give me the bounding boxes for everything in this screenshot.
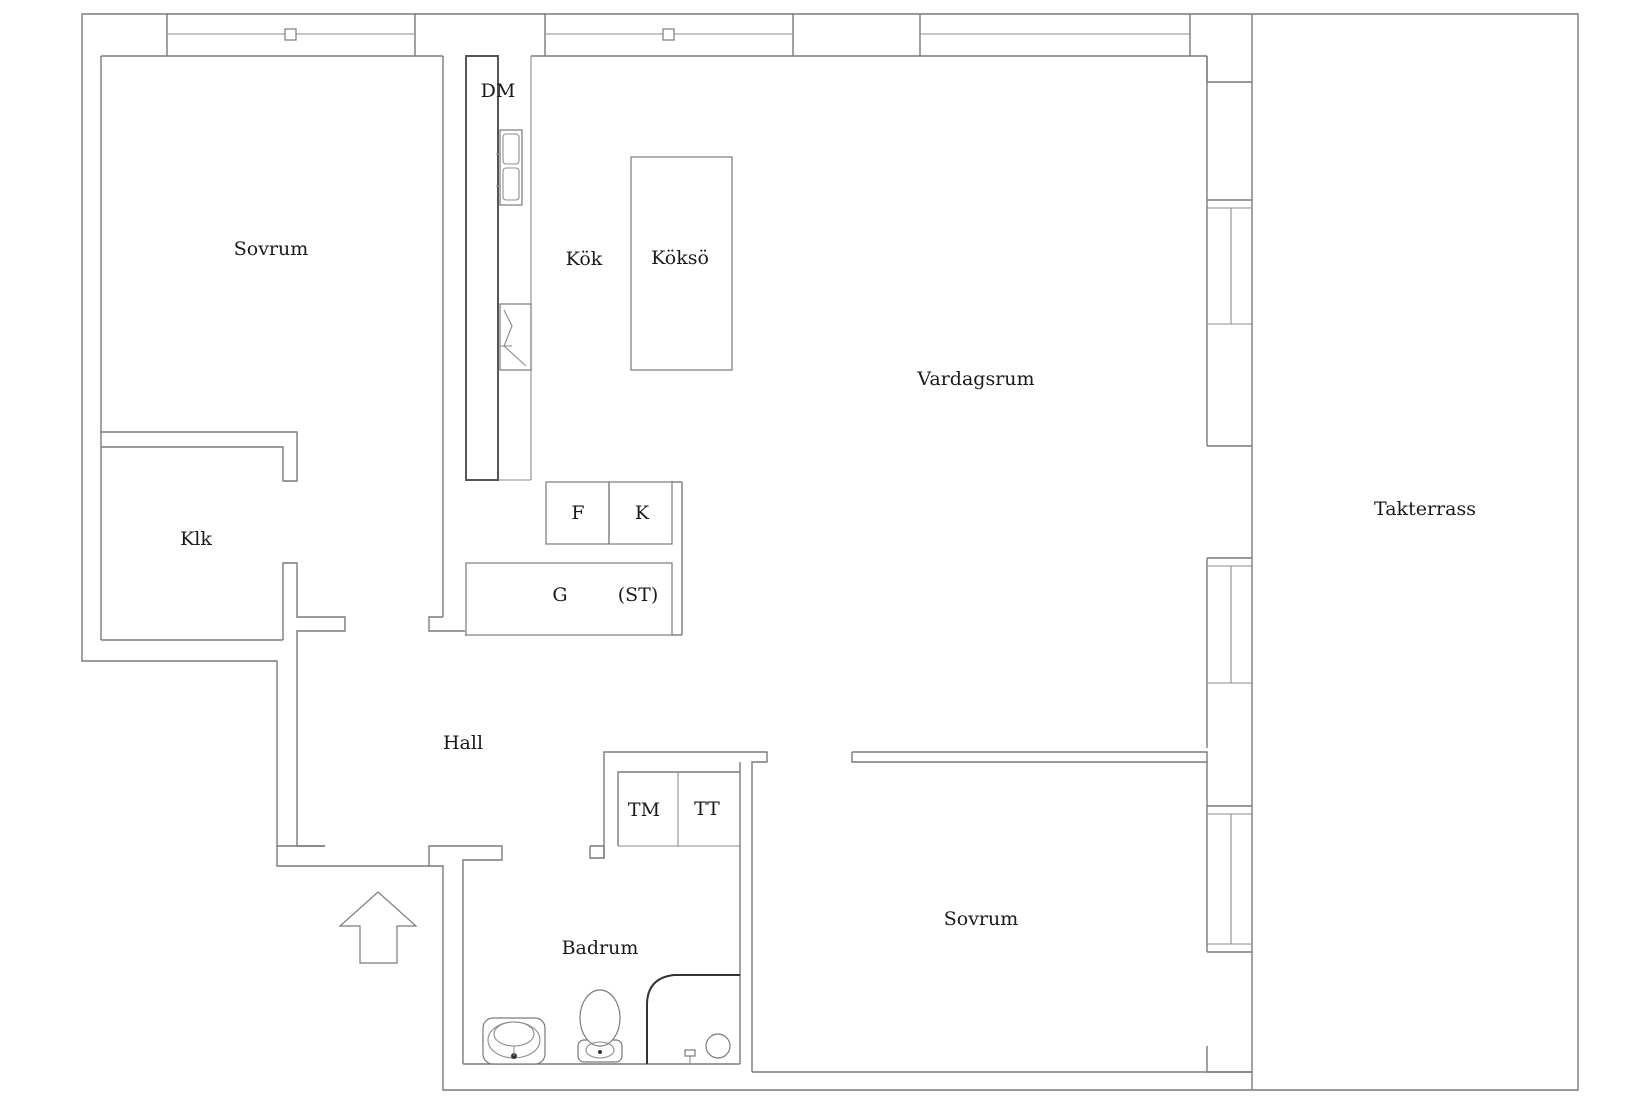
label-freezer: F bbox=[571, 502, 584, 524]
room-label-living-room: Vardagsrum bbox=[916, 368, 1034, 390]
entrance-arrow-icon bbox=[338, 891, 418, 964]
label-washing-machine: TM bbox=[628, 799, 660, 821]
room-label-bedroom-top: Sovrum bbox=[234, 238, 309, 260]
wardrobe-unit bbox=[465, 562, 682, 636]
kitchen-counter bbox=[465, 55, 532, 481]
stove-icon bbox=[499, 303, 532, 371]
label-dryer: TT bbox=[694, 798, 720, 820]
room-label-hall: Hall bbox=[443, 732, 483, 754]
toilet-icon bbox=[577, 989, 623, 1063]
label-fridge: K bbox=[635, 502, 650, 524]
label-dishwasher: DM bbox=[481, 80, 516, 102]
label-laundry: (ST) bbox=[618, 584, 659, 606]
room-label-bathroom: Badrum bbox=[562, 937, 639, 959]
label-wardrobe: G bbox=[552, 584, 567, 606]
washbasin-icon bbox=[482, 1017, 546, 1065]
room-label-terrace: Takterrass bbox=[1374, 498, 1476, 520]
kitchen-sink-icon bbox=[496, 129, 523, 206]
room-label-closet: Klk bbox=[180, 528, 212, 550]
kitchen-island bbox=[630, 156, 733, 371]
top-windows bbox=[166, 14, 1191, 56]
outer-wall bbox=[81, 13, 1579, 1091]
room-label-kitchen-island: Köksö bbox=[651, 247, 709, 269]
room-label-kitchen: Kök bbox=[566, 248, 603, 270]
fridge-freezer-unit bbox=[545, 481, 683, 635]
room-label-bedroom-bottom: Sovrum bbox=[944, 908, 1019, 930]
interior-walls bbox=[100, 14, 1253, 1090]
shower-icon bbox=[646, 974, 740, 1064]
